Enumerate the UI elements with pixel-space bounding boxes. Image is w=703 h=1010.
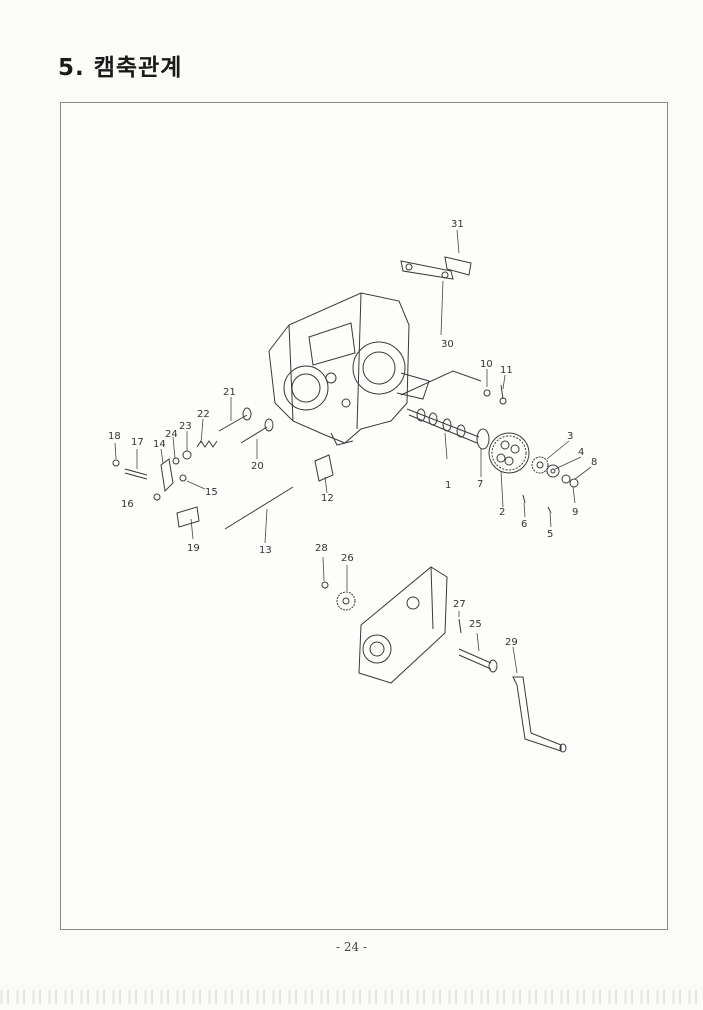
- diagram-drawing: 1 2 3 4 5 6 7 8 9 10 11 12 13 14 15 16 1…: [108, 219, 597, 753]
- push-rod: [224, 454, 334, 530]
- gear-case-housing: [268, 292, 482, 446]
- callout-18: 18: [108, 431, 121, 442]
- callout-1: 1: [445, 480, 451, 491]
- scan-artifact-strip: [0, 990, 703, 1004]
- callout-29: 29: [505, 637, 518, 648]
- callout-27: 27: [453, 599, 466, 610]
- cam-gear-assembly: [476, 428, 579, 514]
- valve-spring-set: [172, 440, 218, 465]
- crank-assembly: [458, 618, 567, 753]
- callout-13: 13: [259, 545, 272, 556]
- callout-25: 25: [469, 619, 482, 630]
- callout-23: 23: [179, 421, 192, 432]
- callout-21: 21: [223, 387, 236, 398]
- page-number: - 24 -: [335, 940, 367, 954]
- callout-12: 12: [321, 493, 334, 504]
- valves: [218, 407, 274, 444]
- callout-24: 24: [165, 429, 178, 440]
- callout-numbers: 1 2 3 4 5 6 7 8 9 10 11 12 13 14 15 16 1…: [108, 219, 597, 648]
- callout-16: 16: [121, 499, 134, 510]
- chain-link: [400, 256, 472, 280]
- page-title: 5. 캠축관계: [58, 55, 183, 81]
- callout-9: 9: [572, 507, 578, 518]
- callout-28: 28: [315, 543, 328, 554]
- callout-6: 6: [521, 519, 527, 530]
- callout-22: 22: [197, 409, 210, 420]
- callout-2: 2: [499, 507, 505, 518]
- callout-7: 7: [477, 479, 483, 490]
- callout-14: 14: [153, 439, 166, 450]
- callout-10: 10: [480, 359, 493, 370]
- exploded-parts-diagram: 1 2 3 4 5 6 7 8 9 10 11 12 13 14 15 16 1…: [60, 102, 668, 930]
- lower-housing: [358, 566, 448, 684]
- sprocket: [321, 581, 356, 611]
- callout-17: 17: [131, 437, 144, 448]
- callout-4: 4: [578, 447, 584, 458]
- leader-lines: [114, 229, 592, 674]
- callout-3: 3: [567, 431, 573, 442]
- callout-26: 26: [341, 553, 354, 564]
- callout-31: 31: [451, 219, 464, 230]
- callout-15: 15: [205, 487, 218, 498]
- camshaft: [406, 408, 480, 444]
- bolts: [483, 384, 507, 405]
- callout-11: 11: [500, 365, 513, 376]
- callout-19: 19: [187, 543, 200, 554]
- callout-8: 8: [591, 457, 597, 468]
- callout-20: 20: [251, 461, 264, 472]
- rocker-parts: [112, 458, 200, 528]
- callout-5: 5: [547, 529, 553, 540]
- callout-30: 30: [441, 339, 454, 350]
